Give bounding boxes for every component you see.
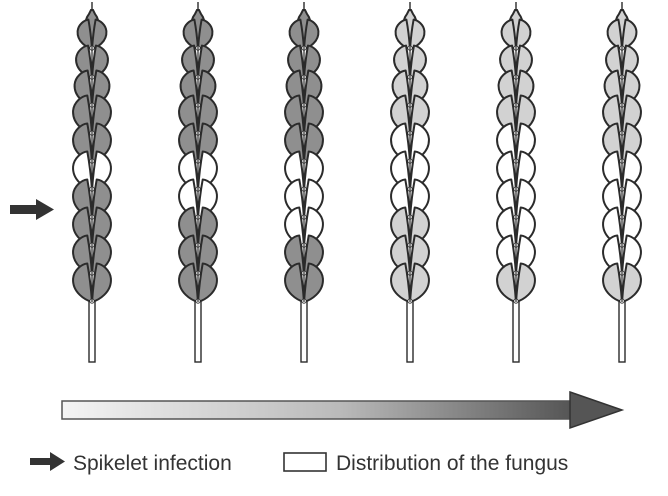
spikelet [73, 263, 92, 302]
spikelet [92, 20, 106, 49]
legend-arrow-icon [30, 452, 65, 471]
spikelet [497, 263, 516, 302]
spike-3 [285, 2, 323, 362]
spike-6 [603, 2, 641, 362]
spikelet [285, 263, 304, 302]
spikelet [198, 20, 212, 49]
spikelet [410, 20, 424, 49]
stem [301, 300, 307, 362]
spikelet [622, 263, 641, 302]
infection-pointer-arrow [10, 199, 54, 220]
spikelet [78, 20, 92, 49]
stem [195, 300, 201, 362]
legend-arrow-label: Spikelet infection [73, 452, 232, 475]
spike-2 [179, 2, 217, 362]
spikelet [603, 263, 622, 302]
spikelet [304, 263, 323, 302]
spike-5 [497, 2, 535, 362]
legend-box-swatch [284, 453, 326, 471]
stem [619, 300, 625, 362]
spikelet [304, 20, 318, 49]
progression-arrow [62, 392, 622, 428]
spikelet [184, 20, 198, 49]
spikelet [516, 263, 535, 302]
spikelet [622, 20, 636, 49]
spikelet [410, 263, 429, 302]
spikelet [179, 263, 198, 302]
stem [513, 300, 519, 362]
legend: Spikelet infection Distribution of the f… [30, 452, 568, 475]
spikelet [290, 20, 304, 49]
stem [89, 300, 95, 362]
spikelet [502, 20, 516, 49]
spikelet [608, 20, 622, 49]
spikelet [198, 263, 217, 302]
legend-box-label: Distribution of the fungus [336, 452, 568, 475]
spikelet [92, 263, 111, 302]
spike-1 [73, 2, 111, 362]
stem [407, 300, 413, 362]
wheat-spikes [73, 2, 641, 362]
spikelet [396, 20, 410, 49]
spikelet [516, 20, 530, 49]
spike-4 [391, 2, 429, 362]
spikelet [391, 263, 410, 302]
